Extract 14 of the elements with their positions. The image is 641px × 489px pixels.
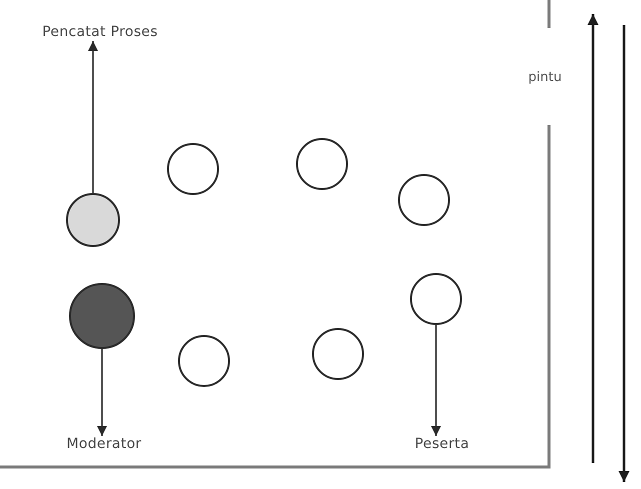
seat-circle	[178, 335, 230, 387]
seat-circle	[312, 328, 364, 380]
role-label: Peserta	[414, 436, 470, 453]
arrow	[88, 41, 98, 193]
role-label: Moderator	[66, 436, 142, 453]
seat-circle	[410, 273, 462, 325]
seat-circle	[296, 138, 348, 190]
role-label: Pencatat Proses	[42, 24, 158, 41]
door-label: pintu	[528, 70, 562, 86]
arrow	[97, 349, 107, 436]
seat-circle	[398, 174, 450, 226]
seat-circle	[167, 143, 219, 195]
arrow	[431, 325, 441, 436]
seat-circle	[66, 193, 120, 247]
